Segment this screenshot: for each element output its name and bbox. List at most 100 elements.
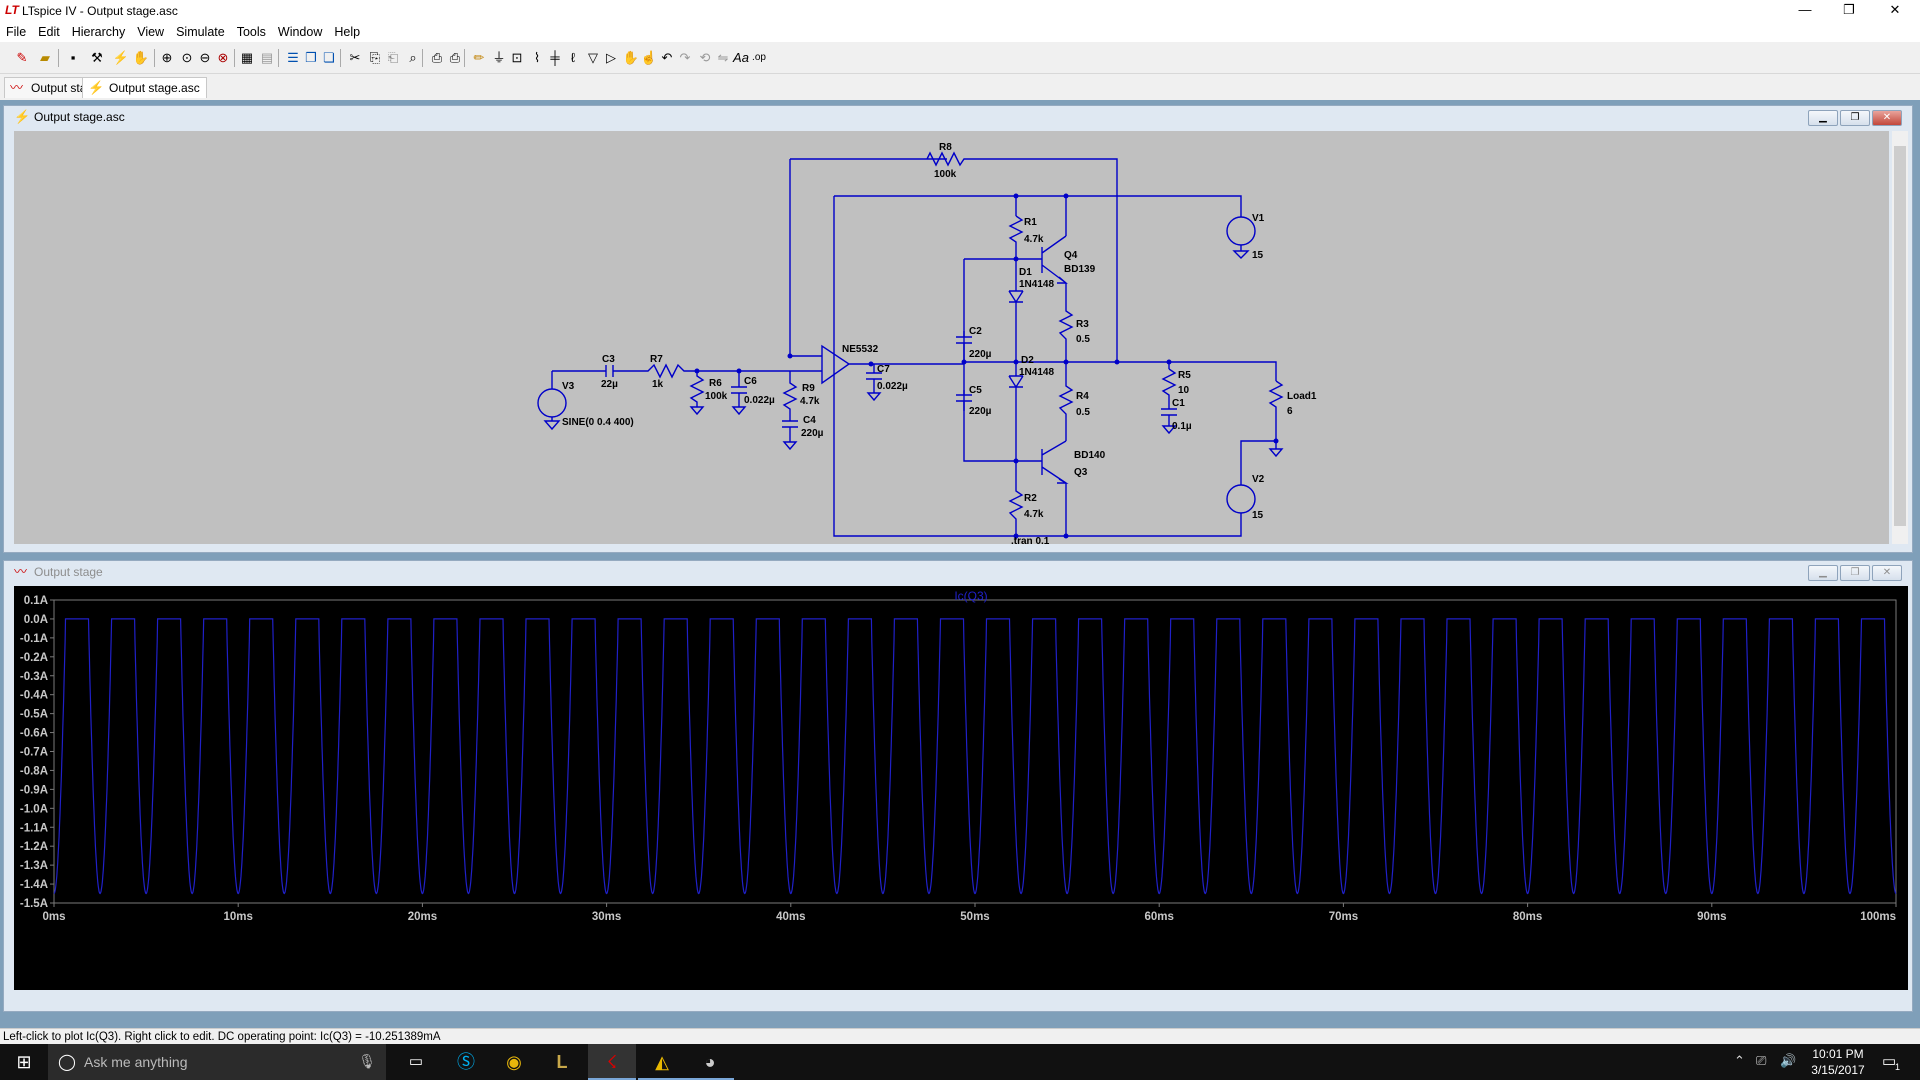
y-tick-label: -0.9A — [20, 784, 48, 796]
ground-icon[interactable]: ⏚ — [492, 50, 506, 65]
minimize-button[interactable]: — — [1798, 2, 1812, 17]
pan-icon[interactable]: ▤ — [260, 50, 274, 65]
menu-edit[interactable]: Edit — [38, 25, 60, 39]
print-preview-icon[interactable]: ⎙ — [431, 50, 443, 65]
menu-view[interactable]: View — [137, 25, 165, 39]
zoom-cancel-icon[interactable]: ⊗ — [217, 50, 229, 65]
label-net-icon[interactable]: ⊡ — [511, 50, 523, 65]
plot-minimize-button[interactable]: ▁ — [1808, 565, 1838, 581]
x-tick-label: 80ms — [1513, 911, 1542, 923]
move-icon[interactable]: ✋ — [622, 50, 640, 65]
zoom-in-icon[interactable]: ⊕ — [161, 50, 173, 65]
menu-window[interactable]: Window — [277, 25, 323, 39]
menu-simulate[interactable]: Simulate — [176, 25, 225, 39]
schematic-vertical-scrollbar[interactable] — [1892, 131, 1908, 544]
restore-button[interactable]: ❐ — [1843, 2, 1855, 17]
autorange-icon[interactable]: ▦ — [240, 50, 254, 65]
inductor-icon[interactable]: ℓ — [570, 50, 576, 65]
schematic-close-button[interactable]: ✕ — [1872, 110, 1902, 126]
skype-icon[interactable]: Ⓢ — [457, 1052, 475, 1072]
y-tick-label: -1.1A — [20, 822, 48, 834]
diode-icon[interactable]: ▽ — [588, 50, 598, 65]
capacitor-icon[interactable]: ╪ — [550, 50, 560, 65]
scrollbar-thumb[interactable] — [1894, 146, 1906, 526]
spice-directive-icon[interactable]: .op — [752, 52, 766, 63]
x-tick-label: 50ms — [960, 911, 989, 923]
autodesk-icon[interactable]: ◭ — [638, 1044, 686, 1080]
schematic-window-title-bar: ⚡ Output stage.asc ▁ ❐ ✕ — [4, 106, 1912, 128]
d1-label: D1 — [1019, 267, 1032, 278]
print-icon[interactable]: ⎙ — [449, 50, 461, 65]
rotate-icon[interactable]: ⟲ — [699, 50, 711, 65]
menu-help[interactable]: Help — [334, 25, 361, 39]
action-center-icon[interactable]: ▭ — [1882, 1053, 1897, 1070]
network-icon[interactable]: ⎚ — [1756, 1053, 1767, 1068]
load1-label: Load1 — [1287, 391, 1317, 402]
close-button[interactable]: ✕ — [1889, 2, 1901, 17]
tile-horizontal-icon[interactable]: ☰ — [287, 50, 299, 65]
volume-icon[interactable]: 🔊 — [1780, 1053, 1797, 1068]
plot-restore-button[interactable]: ❐ — [1840, 565, 1870, 581]
cut-icon[interactable]: ✂ — [349, 50, 361, 65]
r9-value: 4.7k — [800, 396, 820, 407]
component-icon[interactable]: ▷ — [606, 50, 616, 65]
menu-hierarchy[interactable]: Hierarchy — [71, 25, 126, 39]
c4-label: C4 — [803, 415, 816, 426]
undo-icon[interactable]: ↶ — [661, 50, 673, 65]
control-panel-icon[interactable]: ⚒ — [91, 50, 103, 65]
open-icon[interactable]: ▰ — [40, 50, 50, 65]
copy-icon[interactable]: ⎘ — [369, 50, 381, 65]
c5-label: C5 — [969, 385, 982, 396]
clock-date[interactable]: 3/15/2017 — [1811, 1063, 1865, 1077]
r6-value: 100k — [705, 391, 728, 402]
trace-label[interactable]: Ic(Q3) — [954, 589, 987, 603]
y-tick-label: -1.4A — [20, 879, 48, 891]
cascade-icon[interactable]: ❏ — [323, 50, 335, 65]
microphone-icon[interactable]: 🎙 — [358, 1053, 376, 1069]
r6-label: R6 — [709, 378, 722, 389]
chrome-icon[interactable]: ◉ — [506, 1052, 522, 1072]
menu-tools[interactable]: Tools — [236, 25, 266, 39]
schematic-canvas[interactable]: R8 100k R1 4.7k Q4 BD139 V1 15 D1 1N4148… — [14, 131, 1889, 547]
text-icon[interactable]: Aa — [733, 50, 749, 65]
y-tick-label: -0.1A — [20, 633, 48, 645]
steam-icon[interactable]: ◕ — [686, 1044, 734, 1080]
cortana-search-box[interactable]: ◯ Ask me anything 🎙 — [48, 1044, 386, 1080]
plot-close-button[interactable]: ✕ — [1872, 565, 1902, 581]
run-icon[interactable]: ⚡ — [112, 50, 130, 65]
save-icon[interactable]: ▪ — [70, 50, 76, 65]
halt-icon[interactable]: ✋ — [132, 50, 150, 65]
schematic-restore-button[interactable]: ❐ — [1840, 110, 1870, 126]
r2-label: R2 — [1024, 493, 1037, 504]
menu-file[interactable]: File — [6, 25, 27, 39]
schematic-icon: ⚡ — [14, 109, 31, 124]
tab-output-stage-schematic[interactable]: ⚡ Output stage.asc — [82, 77, 207, 98]
spice-directive[interactable]: .tran 0.1 — [1011, 536, 1050, 547]
new-schematic-icon[interactable]: ✎ — [16, 50, 28, 65]
drag-icon[interactable]: ☝ — [640, 50, 658, 65]
zoom-full-icon[interactable]: ⊙ — [181, 50, 193, 65]
tray-overflow-icon[interactable]: ⌃ — [1734, 1053, 1745, 1068]
resistor-icon[interactable]: ⌇ — [533, 50, 541, 65]
x-tick-label: 20ms — [408, 911, 437, 923]
find-icon[interactable]: ⌕ — [409, 50, 417, 65]
start-icon[interactable]: ⊞ — [16, 1052, 32, 1072]
redo-icon[interactable]: ↷ — [679, 50, 691, 65]
clock-time[interactable]: 10:01 PM — [1812, 1047, 1864, 1061]
y-tick-label: -1.5A — [20, 898, 48, 910]
tile-vertical-icon[interactable]: ❐ — [305, 50, 317, 65]
schematic-minimize-button[interactable]: ▁ — [1808, 110, 1838, 126]
mirror-icon[interactable]: ⇋ — [717, 50, 729, 65]
c6-label: C6 — [744, 376, 757, 387]
trace-ic-q3[interactable] — [53, 618, 1897, 895]
task-view-icon[interactable]: ▭ — [408, 1053, 424, 1070]
y-tick-label: -0.4A — [20, 690, 48, 702]
paste-icon[interactable]: ⎗ — [387, 50, 399, 65]
ltspice-icon[interactable]: ☇ — [588, 1044, 636, 1080]
r3-label: R3 — [1076, 319, 1089, 330]
menu-bar: File Edit Hierarchy View Simulate Tools Window… — [0, 22, 1920, 42]
zoom-out-icon[interactable]: ⊖ — [199, 50, 211, 65]
wire-icon[interactable]: ✏ — [473, 50, 485, 65]
league-icon[interactable]: L — [556, 1052, 568, 1072]
